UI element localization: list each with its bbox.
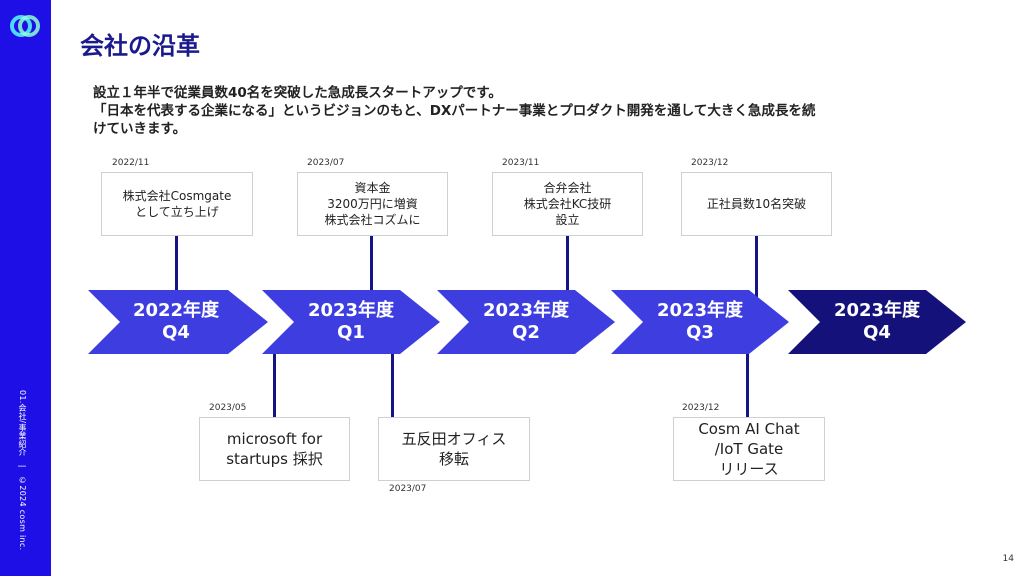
intro-line: けていきます。 <box>93 121 187 137</box>
connector-line <box>391 352 394 417</box>
stage-label: 2023年度 Q2 <box>467 298 585 346</box>
event-box: 五反田オフィス 移転 <box>378 417 530 481</box>
event-text: 五反田オフィス 移転 <box>401 430 507 468</box>
event-date: 2023/11 <box>502 158 540 168</box>
event-box: 正社員数10名突破 <box>681 172 832 236</box>
event-date: 2023/12 <box>691 158 729 168</box>
stage-label: 2022年度 Q4 <box>118 298 234 346</box>
page-title: 会社の沿革 <box>80 32 200 60</box>
timeline-chevron <box>88 290 268 354</box>
event-text: Cosm AI Chat /IoT Gate リリース <box>698 420 800 478</box>
connector-line <box>273 352 276 417</box>
event-text: 合弁会社 株式会社KC技研 設立 <box>523 181 612 227</box>
stage-label: 2023年度 Q1 <box>292 298 410 346</box>
sidebar-footer-text: 01.会社/事業紹介 | ©2024 cosm inc. <box>18 390 27 551</box>
stage-year: 2023年度 <box>307 300 395 321</box>
stage-year: 2022年度 <box>132 300 220 321</box>
connector-line <box>370 235 373 298</box>
page-number: 14 <box>1002 554 1014 564</box>
event-box: microsoft for startups 採択 <box>199 417 350 481</box>
timeline-chevron <box>611 290 789 354</box>
intro-text: 設立１年半で従業員数40名を突破した急成長スタートアップです。 「日本を代表する… <box>93 84 953 138</box>
event-date: 2023/12 <box>682 403 720 413</box>
timeline-chevron <box>262 290 440 354</box>
stage-quarter: Q2 <box>512 322 540 343</box>
stage-quarter: Q4 <box>162 322 190 343</box>
event-text: 正社員数10名突破 <box>706 197 807 211</box>
event-box: 株式会社Cosmgate として立ち上げ <box>101 172 253 236</box>
stage-quarter: Q3 <box>686 322 714 343</box>
event-text: 株式会社Cosmgate として立ち上げ <box>122 189 232 219</box>
timeline-chevron <box>437 290 615 354</box>
stage-year: 2023年度 <box>656 300 744 321</box>
connector-line <box>746 348 749 417</box>
stage-quarter: Q4 <box>863 322 891 343</box>
intro-line: 設立１年半で従業員数40名を突破した急成長スタートアップです。 <box>93 85 502 101</box>
connector-line <box>755 235 758 298</box>
event-box: 資本金 3200万円に増資 株式会社コズムに <box>297 172 448 236</box>
stage-label: 2023年度 Q4 <box>818 298 936 346</box>
event-box: 合弁会社 株式会社KC技研 設立 <box>492 172 643 236</box>
cosm-logo-icon <box>10 15 40 37</box>
event-date: 2022/11 <box>112 158 150 168</box>
event-date: 2023/07 <box>307 158 345 168</box>
stage-label: 2023年度 Q3 <box>641 298 759 346</box>
connector-line <box>566 235 569 298</box>
stage-year: 2023年度 <box>482 300 570 321</box>
event-text: 資本金 3200万円に増資 株式会社コズムに <box>324 181 421 227</box>
event-text: microsoft for startups 採択 <box>226 430 323 468</box>
stage-quarter: Q1 <box>337 322 365 343</box>
event-box: Cosm AI Chat /IoT Gate リリース <box>673 417 825 481</box>
sidebar: 01.会社/事業紹介 | ©2024 cosm inc. <box>0 0 51 576</box>
stage-year: 2023年度 <box>833 300 921 321</box>
timeline-chevron-final <box>788 290 966 354</box>
event-date: 2023/05 <box>209 403 247 413</box>
intro-line: 「日本を代表する企業になる」というビジョンのもと、DXパートナー事業とプロダクト… <box>93 103 816 119</box>
event-date: 2023/07 <box>389 484 427 494</box>
connector-line <box>175 235 178 298</box>
